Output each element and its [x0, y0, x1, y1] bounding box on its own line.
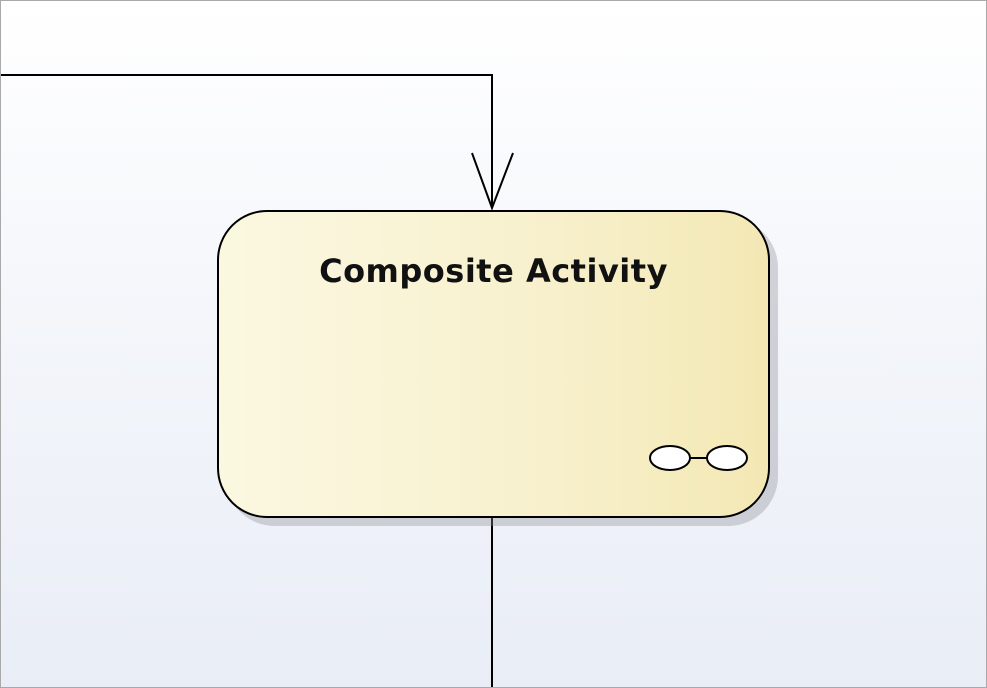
incoming-control-flow[interactable]: [1, 74, 493, 208]
incoming-arrowhead: [471, 152, 514, 211]
composite-activity-icon: [649, 445, 748, 471]
composite-activity-node[interactable]: Composite Activity: [217, 210, 770, 518]
activity-title: Composite Activity: [319, 252, 668, 290]
